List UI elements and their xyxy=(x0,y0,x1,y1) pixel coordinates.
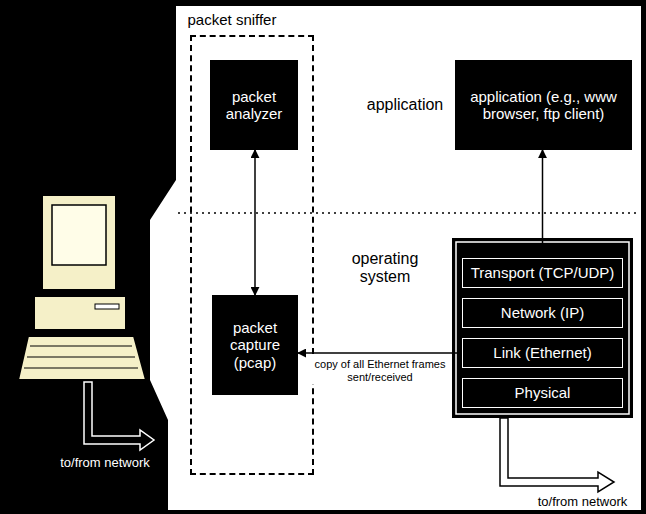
key-row xyxy=(27,357,135,358)
network-wire xyxy=(84,382,154,450)
layer-label: application xyxy=(355,96,455,114)
protocol-stack xyxy=(452,238,633,418)
application-box: application (e.g., www browser, ftp clie… xyxy=(455,60,632,150)
layer-box: Physical xyxy=(462,378,623,408)
system-unit xyxy=(34,296,126,330)
connector-arrow xyxy=(542,150,544,258)
box-label: Network (IP) xyxy=(501,304,584,321)
layer-box: Network (IP) xyxy=(462,298,623,328)
drive-slot xyxy=(95,304,119,309)
protocol-stack-border xyxy=(456,242,629,414)
box-label: Link (Ethernet) xyxy=(493,344,591,361)
box-label: packet capture (pcap) xyxy=(218,319,292,371)
box-label: application (e.g., www browser, ftp clie… xyxy=(461,88,626,123)
white-panel xyxy=(150,6,641,510)
process-box: packet analyzer xyxy=(210,60,298,150)
box-label: Transport (TCP/UDP) xyxy=(471,264,615,281)
layer-label: operating system xyxy=(345,250,425,287)
layer-box: Link (Ethernet) xyxy=(462,338,623,368)
network-wire xyxy=(500,418,614,492)
connector-arrow xyxy=(254,150,256,295)
group-heading: packet sniffer xyxy=(172,11,292,28)
keyboard-keys xyxy=(24,346,138,368)
layer-divider xyxy=(178,212,638,214)
network-label: to/from network xyxy=(525,495,640,510)
key-row xyxy=(24,368,138,369)
key-row xyxy=(30,346,132,347)
network-label: to/from network xyxy=(45,456,165,471)
box-label: Physical xyxy=(515,384,571,401)
packet-sniffer-box: packet analyzerpacket capture (pcap)pack… xyxy=(190,35,314,475)
edge-label: copy of all Ethernet frames sent/receive… xyxy=(309,358,451,384)
computer-icon xyxy=(18,195,146,380)
process-box: packet capture (pcap) xyxy=(212,295,298,395)
monitor xyxy=(42,195,116,290)
box-label: packet analyzer xyxy=(216,88,292,123)
keyboard xyxy=(18,336,146,380)
connector-arrow xyxy=(298,352,462,354)
layer-box: Transport (TCP/UDP) xyxy=(462,258,623,288)
screen xyxy=(52,205,106,265)
